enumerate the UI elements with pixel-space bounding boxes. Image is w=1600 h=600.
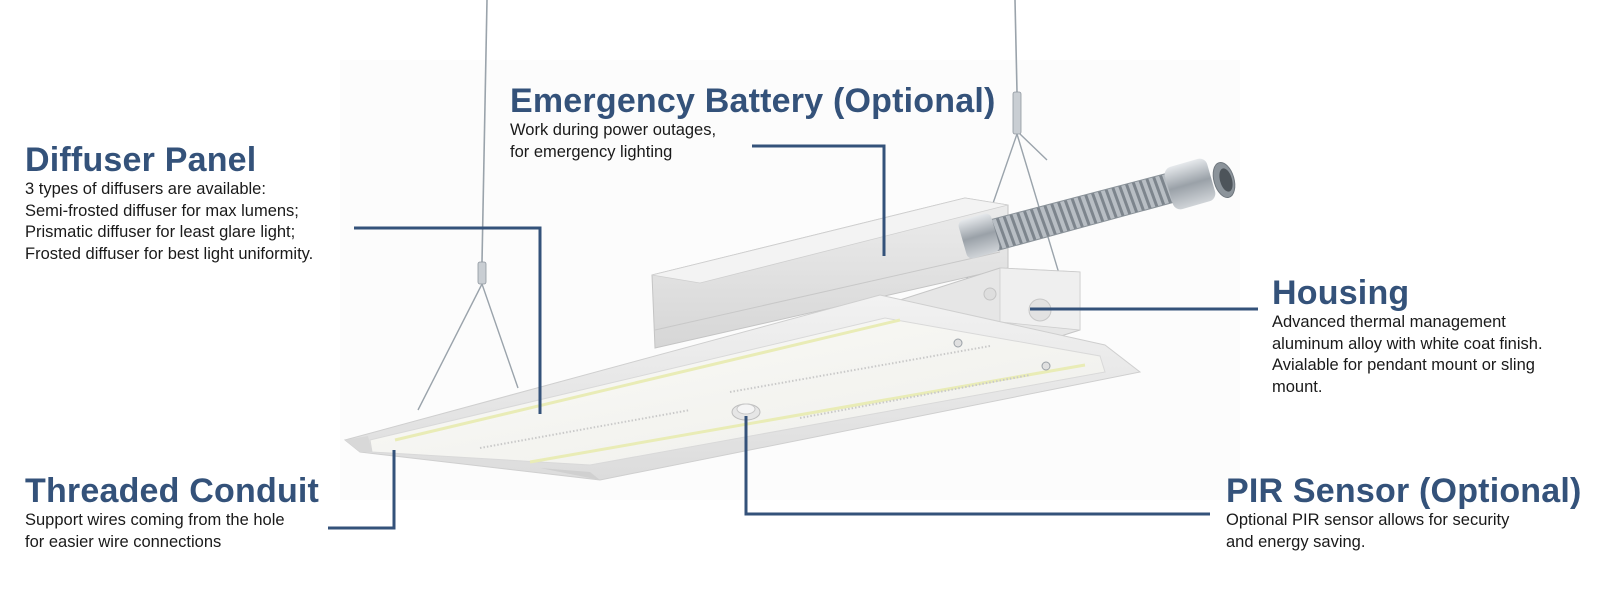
threaded-conduit-description: Support wires coming from the hole for e… — [25, 511, 285, 551]
callout-pir-sensor: PIR Sensor (Optional) Optional PIR senso… — [1226, 472, 1582, 553]
diffuser-leader-line — [354, 226, 542, 414]
threaded-conduit — [958, 158, 1236, 259]
threaded-conduit-title: Threaded Conduit — [25, 472, 320, 510]
battery-leader-line — [752, 144, 886, 256]
diffuser-panel-title: Diffuser Panel — [25, 141, 257, 179]
leader-lines — [328, 144, 1258, 530]
housing-description: Advanced thermal management aluminum all… — [1272, 313, 1543, 397]
diffuser-panel-description: 3 types of diffusers are available: Semi… — [25, 180, 314, 264]
housing-title: Housing — [1272, 274, 1410, 312]
callout-diffuser-panel: Diffuser Panel 3 types of diffusers are … — [25, 141, 313, 266]
pir-sensor-title: PIR Sensor (Optional) — [1226, 472, 1582, 510]
callout-emergency-battery: Emergency Battery (Optional) Work during… — [510, 82, 996, 163]
pir-sensor-description: Optional PIR sensor allows for security … — [1226, 511, 1510, 551]
housing-end-box — [899, 267, 1081, 361]
pir-leader-line — [744, 416, 1210, 516]
emergency-battery-title: Emergency Battery (Optional) — [510, 82, 996, 120]
callout-housing: Housing Advanced thermal management alum… — [1272, 274, 1543, 399]
fixture-body — [343, 294, 1142, 481]
callout-threaded-conduit: Threaded Conduit Support wires coming fr… — [25, 472, 319, 553]
emergency-battery-description: Work during power outages, for emergency… — [510, 121, 717, 161]
conduit-leader-line — [328, 450, 396, 530]
left-suspension-wire — [417, 0, 519, 411]
